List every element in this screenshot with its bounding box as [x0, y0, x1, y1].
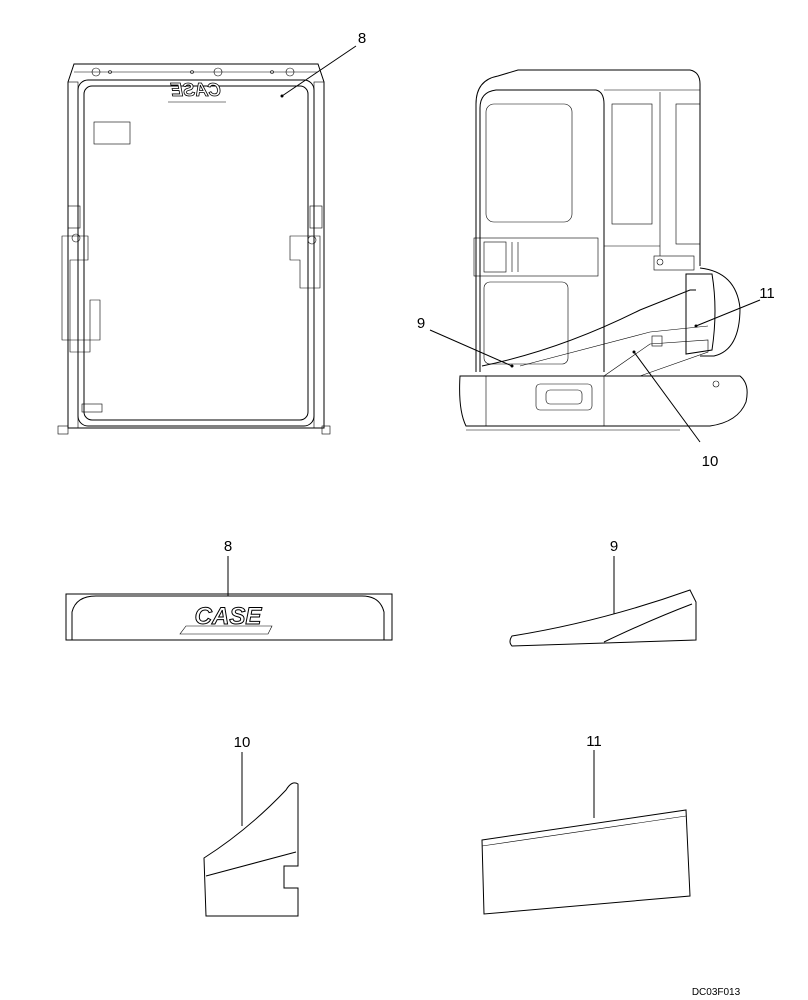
- leader-line-11-top: [695, 299, 761, 327]
- part-8-decal: 8 CASE: [65, 538, 393, 641]
- part-11-decal: 11: [481, 733, 691, 915]
- callout-9-part: 9: [610, 538, 618, 555]
- part-10-decal: 10: [203, 734, 299, 917]
- cab-view: 9 11 10: [417, 69, 775, 470]
- leader-line-8-top: [281, 45, 357, 97]
- callout-11-top: 11: [759, 285, 775, 302]
- decal-logo: CASE: [195, 603, 263, 630]
- callout-8-top: 8: [358, 30, 366, 47]
- window-frame-view: CASE 8: [57, 30, 366, 435]
- leader-line-10-top: [633, 351, 701, 443]
- callout-10-top: 10: [702, 453, 719, 470]
- callout-10-part: 10: [234, 734, 251, 751]
- leader-line-9-top: [429, 329, 513, 367]
- drawing-code: DC03F013: [692, 987, 741, 998]
- callout-11-part: 11: [586, 733, 602, 750]
- callout-8-part: 8: [224, 538, 232, 555]
- window-logo: CASE: [170, 80, 221, 100]
- callout-9-top: 9: [417, 315, 425, 332]
- part-9-decal: 9: [509, 538, 697, 647]
